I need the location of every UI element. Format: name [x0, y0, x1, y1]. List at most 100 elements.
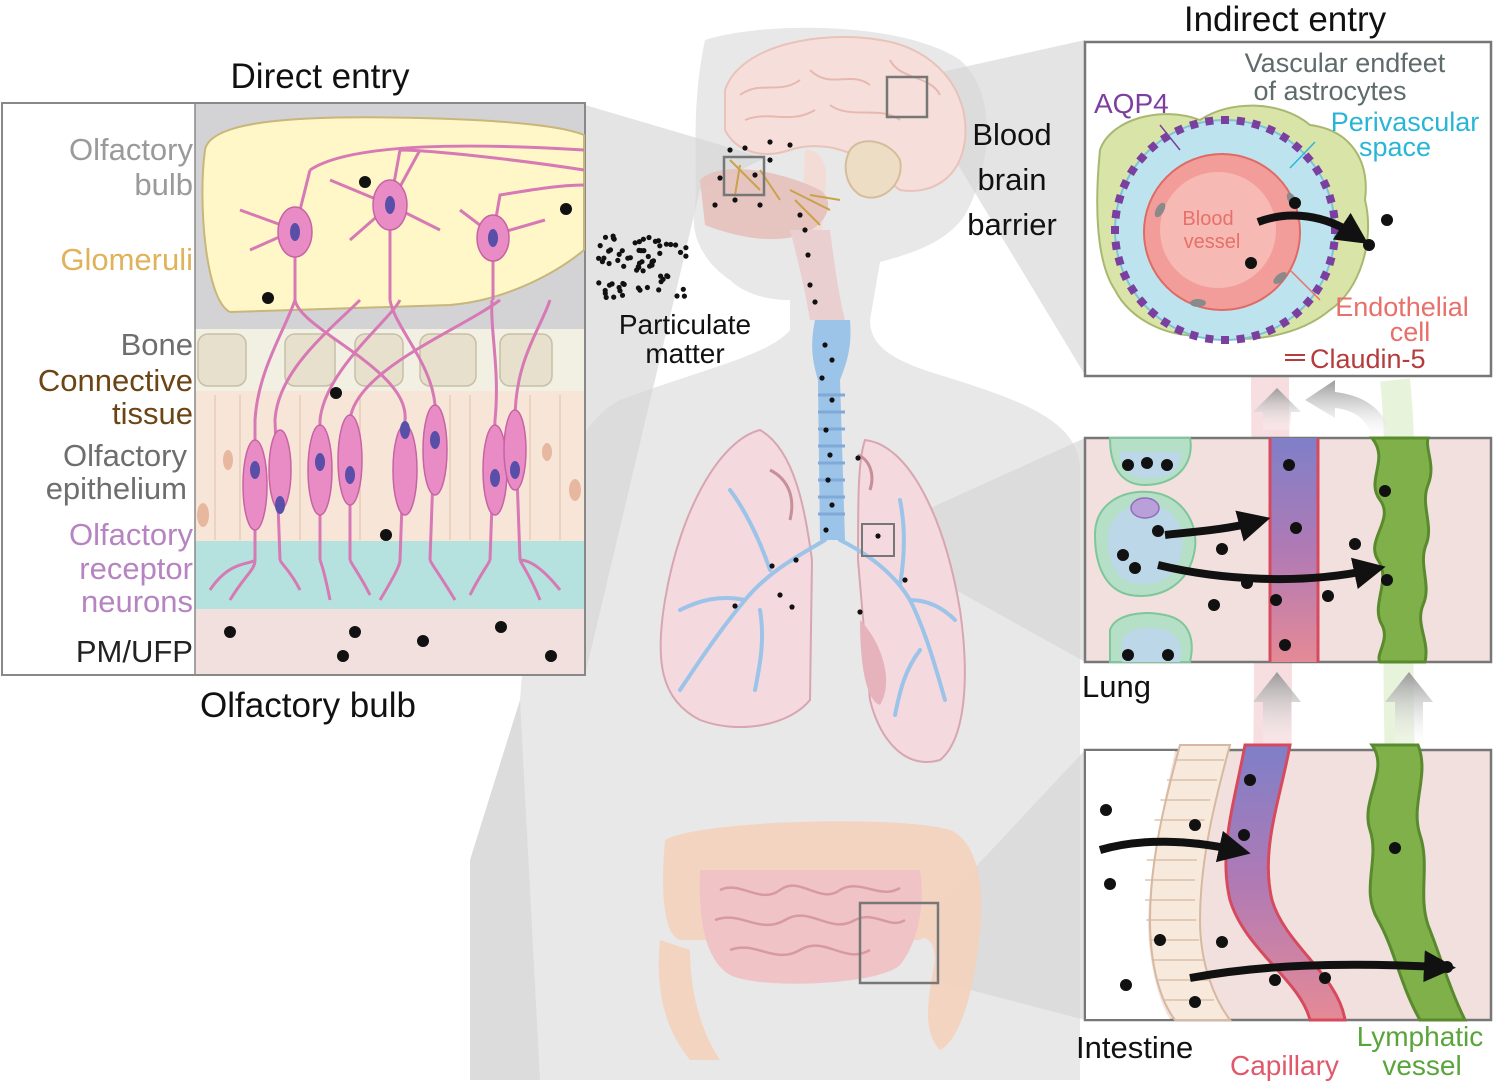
title-olfactory-bulb: Olfactory bulb: [200, 686, 416, 725]
title-indirect-entry: Indirect entry: [1184, 0, 1387, 39]
intestine-zoom-box: [858, 901, 940, 985]
pm-particle: [767, 139, 773, 145]
pm-particle: [668, 241, 674, 248]
direct-panel-labels: Olfactory bulb Glomeruli Bone Connective…: [38, 132, 194, 669]
aqp4-channel: [1325, 194, 1336, 204]
pm-particle: [620, 280, 626, 287]
label-perivascular-1: Perivascular: [1331, 107, 1480, 137]
label-lymphatic-2: vessel: [1382, 1050, 1461, 1081]
label-endothelial-1: Endothelial: [1335, 292, 1469, 322]
pm-particle: [787, 142, 793, 148]
pm-particle: [789, 604, 795, 610]
label-intestine: Intestine: [1076, 1030, 1193, 1065]
lungs: [659, 428, 966, 763]
pm-particle: [657, 243, 663, 249]
nasal-cavity: [700, 159, 841, 240]
pm-particle: [829, 502, 835, 508]
bbb-labels: AQP4 Vascular endfeet of astrocytes Peri…: [1094, 48, 1479, 374]
pm-particle: [857, 609, 863, 615]
pm-particle: [597, 243, 603, 249]
pm-particle: [639, 259, 645, 265]
pm-particle: [638, 248, 644, 254]
body-labels: Particulate matter Blood brain barrier: [619, 117, 1057, 369]
aqp4-channel: [1174, 324, 1185, 336]
aqp4-channel: [1159, 316, 1172, 329]
aqp4-channel: [1111, 226, 1119, 234]
label-particulate-1: Particulate: [619, 309, 751, 340]
aqp4-channel: [1319, 270, 1331, 281]
pm-particle: [855, 455, 861, 461]
intestine-panel: [1083, 743, 1493, 1022]
pm-particle: [645, 253, 651, 260]
pm-particle: [769, 563, 775, 569]
aqp4-channel: [1189, 119, 1199, 130]
pm-particle: [616, 251, 622, 257]
aqp4-channel: [1147, 307, 1159, 319]
pm-particle: [640, 268, 646, 274]
pm-particle: [596, 255, 602, 261]
label-bbb-3: barrier: [967, 207, 1057, 242]
aqp4-channel: [1325, 256, 1336, 266]
pm-particle: [649, 262, 655, 268]
label-lymphatic-1: Lymphatic: [1357, 1021, 1484, 1052]
pm-particle: [802, 227, 808, 233]
pm-particle: [829, 397, 835, 403]
aqp4-channel: [1126, 283, 1139, 296]
bbb-panel: [1083, 40, 1493, 378]
pm-particle: [681, 293, 688, 299]
label-epithelium-1: Olfactory: [63, 438, 188, 473]
label-bbb-1: Blood: [972, 117, 1051, 152]
aqp4-channel: [1251, 330, 1261, 341]
aqp4-channel: [1221, 336, 1229, 344]
pm-particle: [621, 263, 627, 269]
pm-particle: [757, 202, 763, 208]
aqp4-channel: [1291, 307, 1303, 319]
pm-particle: [823, 427, 829, 433]
pm-particle: [727, 147, 733, 153]
label-orn-3: neurons: [81, 584, 193, 619]
label-olfactory-bulb-2: bulb: [134, 167, 193, 202]
pm-particle: [683, 253, 689, 259]
lung-zoom-box: [861, 523, 895, 557]
pm-particle: [606, 282, 613, 288]
label-particulate-2: matter: [645, 338, 724, 369]
pm-particle: [732, 603, 738, 609]
aqp4-channel: [1265, 324, 1276, 336]
pm-particle: [823, 527, 829, 533]
pm-particle: [663, 241, 670, 247]
pm-particle: [603, 294, 609, 300]
airway: [790, 230, 851, 540]
pm-particle: [825, 477, 831, 483]
pm-particle: [752, 172, 758, 178]
aqp4-channel: [1221, 116, 1229, 124]
pm-cloud: [596, 233, 689, 300]
pm-particle: [822, 342, 828, 348]
aqp4-channel: [1329, 241, 1339, 251]
aqp4-channel: [1329, 209, 1339, 219]
title-direct-entry: Direct entry: [231, 57, 410, 96]
aqp4-channel: [1278, 316, 1291, 329]
aqp4-channel: [1278, 131, 1291, 144]
pm-particle: [602, 290, 608, 296]
pm-particle: [656, 287, 662, 293]
pm-particle: [807, 282, 813, 288]
pm-particle: [717, 175, 723, 181]
aqp4-channel: [1302, 296, 1314, 308]
bone-cells: [197, 333, 553, 387]
pm-path-dots: [712, 139, 908, 615]
pm-particle: [606, 260, 612, 267]
pm-particle: [607, 247, 614, 253]
label-vascular-1: Vascular endfeet: [1245, 48, 1446, 78]
label-blood-1: Blood: [1182, 208, 1233, 230]
intestines: [658, 821, 982, 1060]
pm-particle: [601, 255, 607, 261]
pm-particle: [677, 249, 684, 255]
brain-zoom-box: [885, 75, 929, 119]
aqp4-channel: [1136, 296, 1148, 308]
pm-particle: [602, 234, 609, 240]
label-bbb-2: brain: [978, 162, 1047, 197]
aqp4-channel: [1204, 334, 1214, 344]
aqp4-channel: [1236, 334, 1246, 344]
label-connective-2: tissue: [112, 396, 193, 431]
label-aqp4: AQP4: [1094, 88, 1169, 119]
